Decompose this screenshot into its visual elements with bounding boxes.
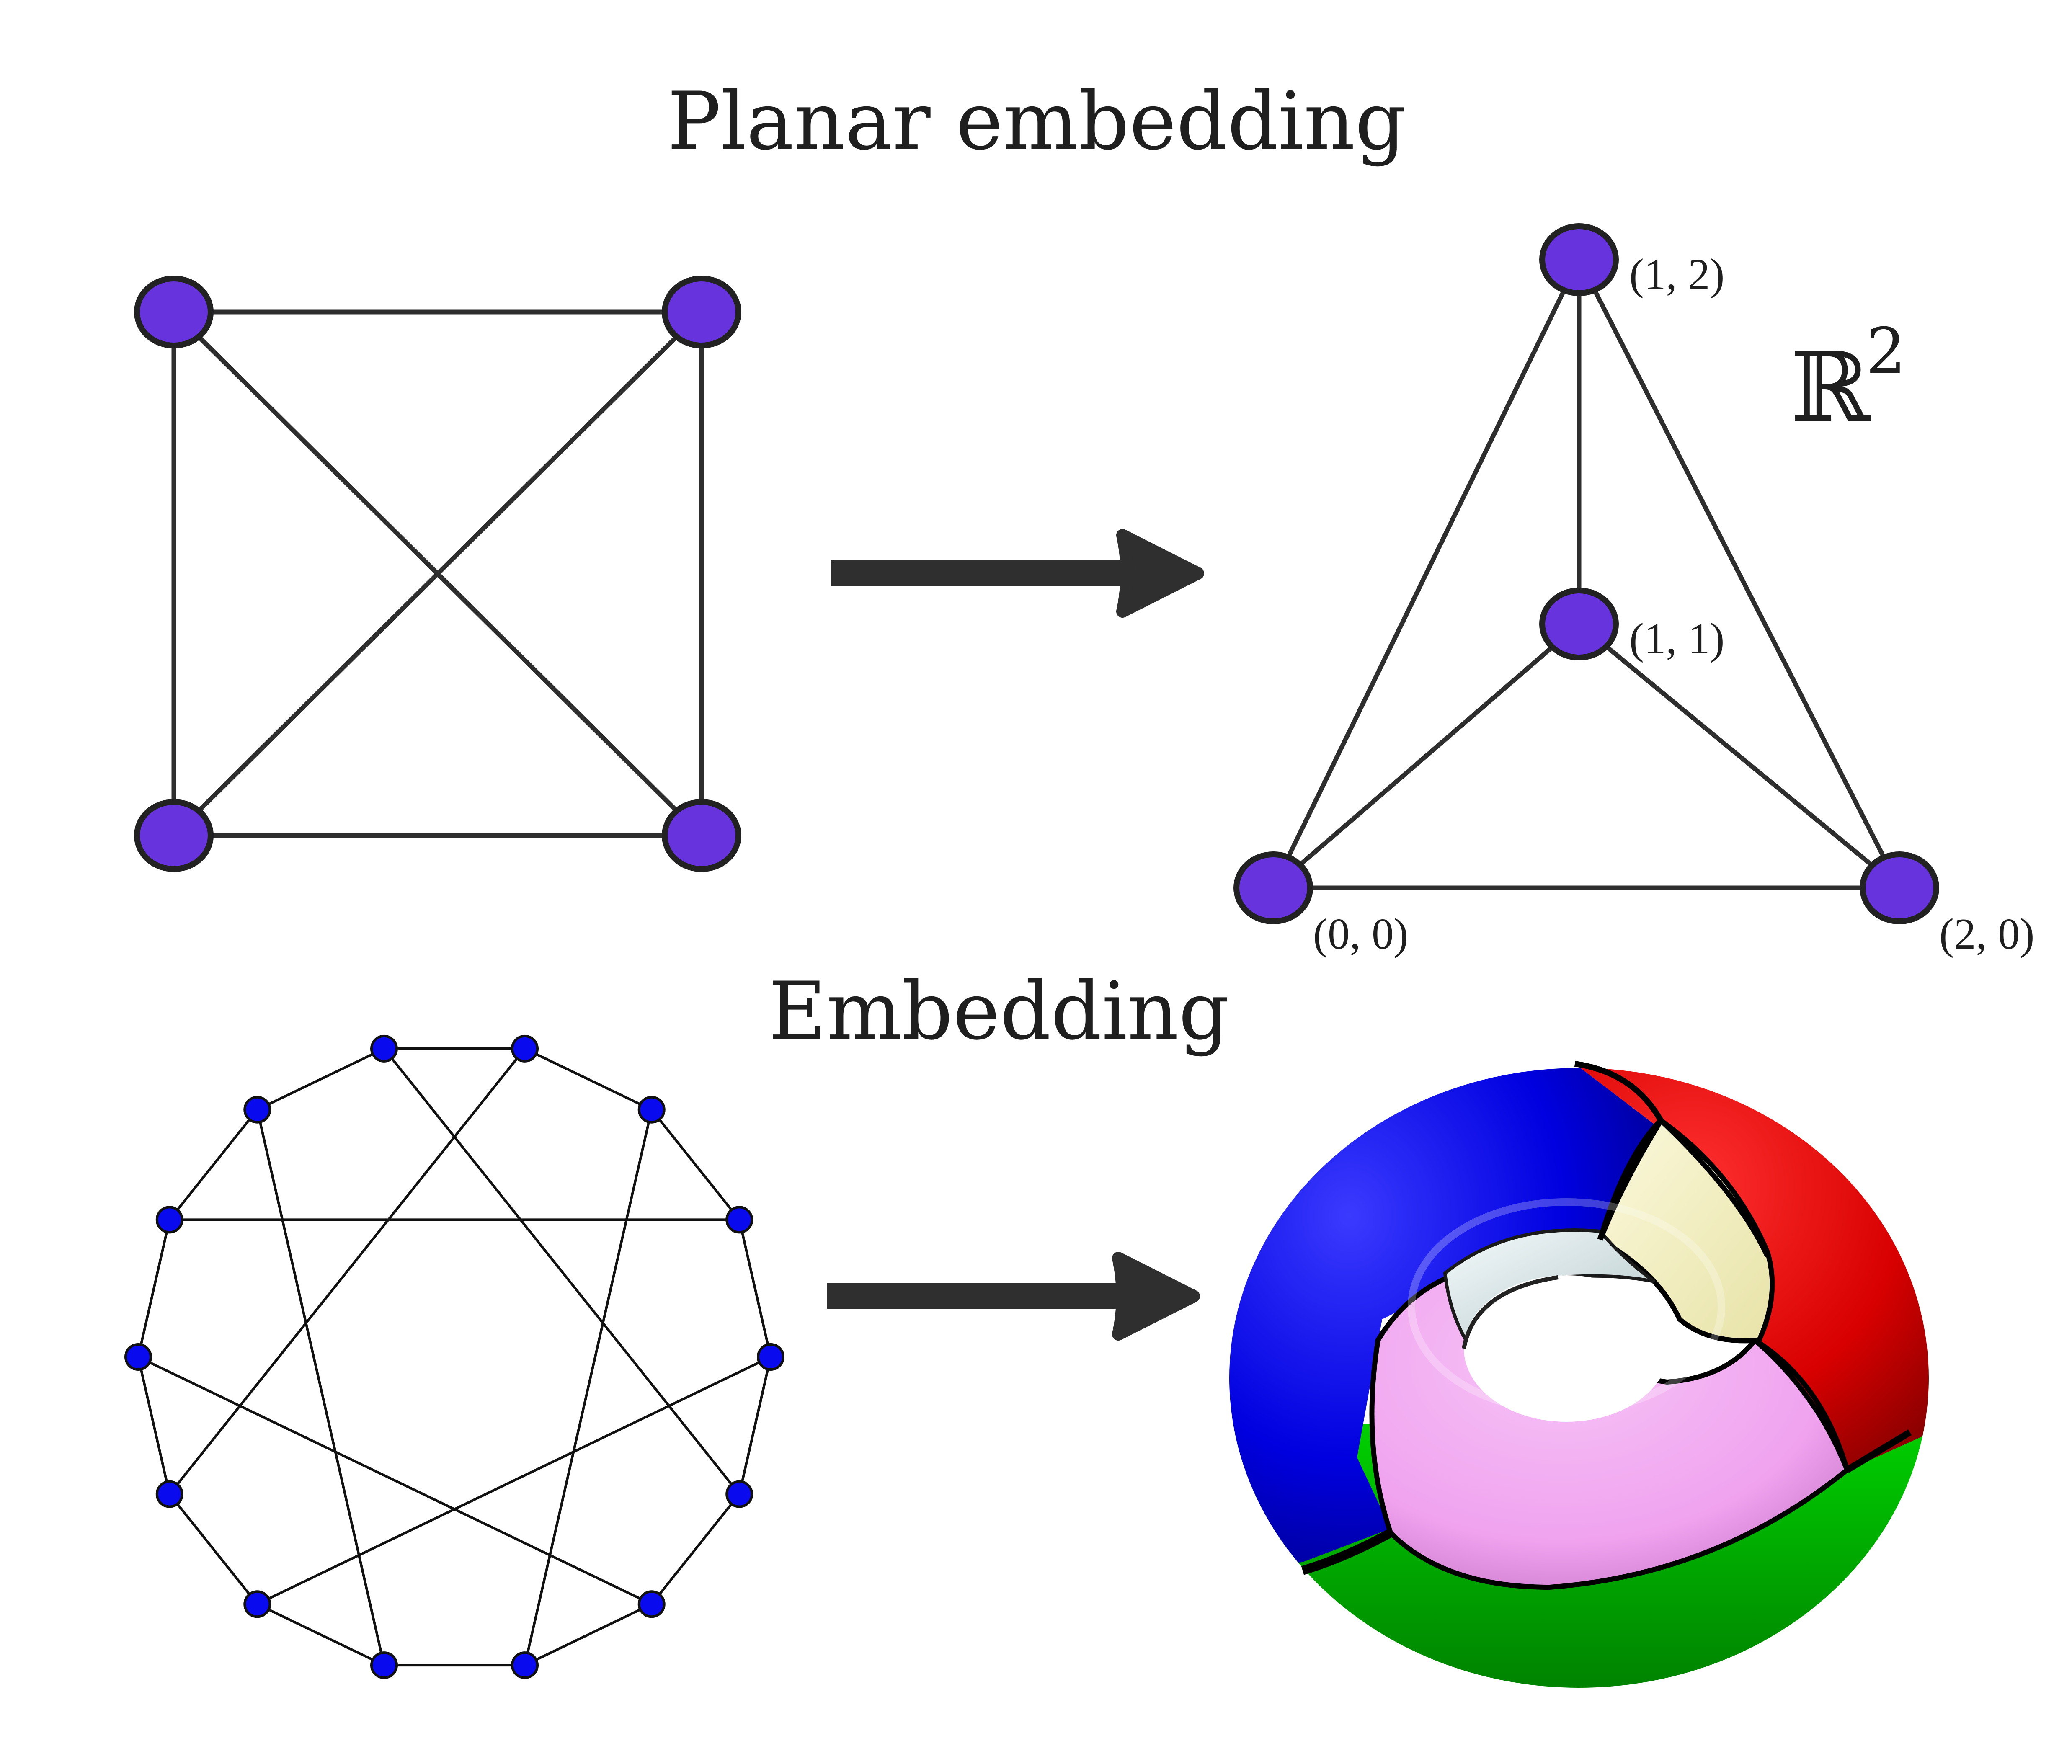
graph-node xyxy=(370,1651,398,1679)
coord-label-center: (1, 1) xyxy=(1629,614,1724,663)
graph-edge xyxy=(738,1218,772,1358)
graph-node xyxy=(1233,851,1313,924)
graph-node xyxy=(155,1480,183,1508)
graph-edge xyxy=(738,1356,772,1496)
graph-edge xyxy=(1577,622,1902,890)
r2-exponent: 2 xyxy=(1866,315,1906,388)
graph-edge xyxy=(256,1047,385,1111)
graph-edge xyxy=(1577,257,1902,890)
graph-node xyxy=(1860,851,1939,924)
graph-edge xyxy=(1271,257,1582,890)
torus-region-blue xyxy=(1229,1068,1663,1571)
graph-node xyxy=(662,276,741,348)
planar-embedding-title: Planar embedding xyxy=(667,75,1406,168)
graph-node xyxy=(725,1480,753,1508)
k4-crossing-graph xyxy=(134,276,741,872)
k4-planar-graph xyxy=(1233,223,1939,924)
graph-node xyxy=(134,276,214,348)
graph-node xyxy=(1539,223,1619,296)
graph-node xyxy=(124,1343,152,1371)
coord-label-top: (1, 2) xyxy=(1629,250,1724,299)
graph-node xyxy=(511,1651,539,1679)
graph-edge xyxy=(524,1603,653,1667)
graph-node xyxy=(243,1096,271,1124)
graph-node xyxy=(637,1590,666,1618)
graph-edge xyxy=(256,1603,385,1667)
graph-edge xyxy=(168,1047,526,1496)
coord-label-bottom-left: (0, 0) xyxy=(1313,909,1408,958)
circulant-graph xyxy=(124,1034,784,1679)
graph-node xyxy=(637,1096,666,1124)
graph-edge xyxy=(168,1108,259,1221)
graph-node xyxy=(155,1206,183,1234)
graph-edge xyxy=(524,1047,653,1111)
right-arrow-icon xyxy=(831,529,1204,618)
graph-edge xyxy=(524,1108,653,1667)
graph-edge xyxy=(1271,622,1582,890)
graph-edge xyxy=(382,1047,741,1496)
graph-node xyxy=(662,799,741,872)
graph-edge xyxy=(137,1356,171,1496)
right-arrow-icon xyxy=(827,1252,1200,1341)
graph-edge xyxy=(256,1108,385,1667)
graph-node xyxy=(370,1034,398,1063)
graph-node xyxy=(511,1034,539,1063)
torus-hole xyxy=(1464,1275,1669,1422)
graph-edge xyxy=(137,1356,653,1606)
graph-edge xyxy=(168,1493,259,1606)
coord-label-bottom-right: (2, 0) xyxy=(1939,909,2034,958)
graph-edge xyxy=(650,1108,741,1221)
graph-edge xyxy=(171,309,704,838)
graph-edge xyxy=(650,1493,741,1606)
graph-node xyxy=(725,1206,753,1234)
graph-node xyxy=(243,1590,271,1618)
r2-base: ℝ xyxy=(1791,332,1871,444)
r2-space-label: ℝ 2 xyxy=(1791,315,1906,444)
embedding-title: Embedding xyxy=(769,965,1230,1057)
torus-surface xyxy=(1229,1061,1929,1688)
graph-node xyxy=(757,1343,784,1371)
graph-edge xyxy=(137,1218,171,1358)
graph-edge xyxy=(256,1356,772,1606)
graph-node xyxy=(1539,588,1619,660)
graph-node xyxy=(134,799,214,872)
torus-region-cream xyxy=(1597,1117,1775,1344)
